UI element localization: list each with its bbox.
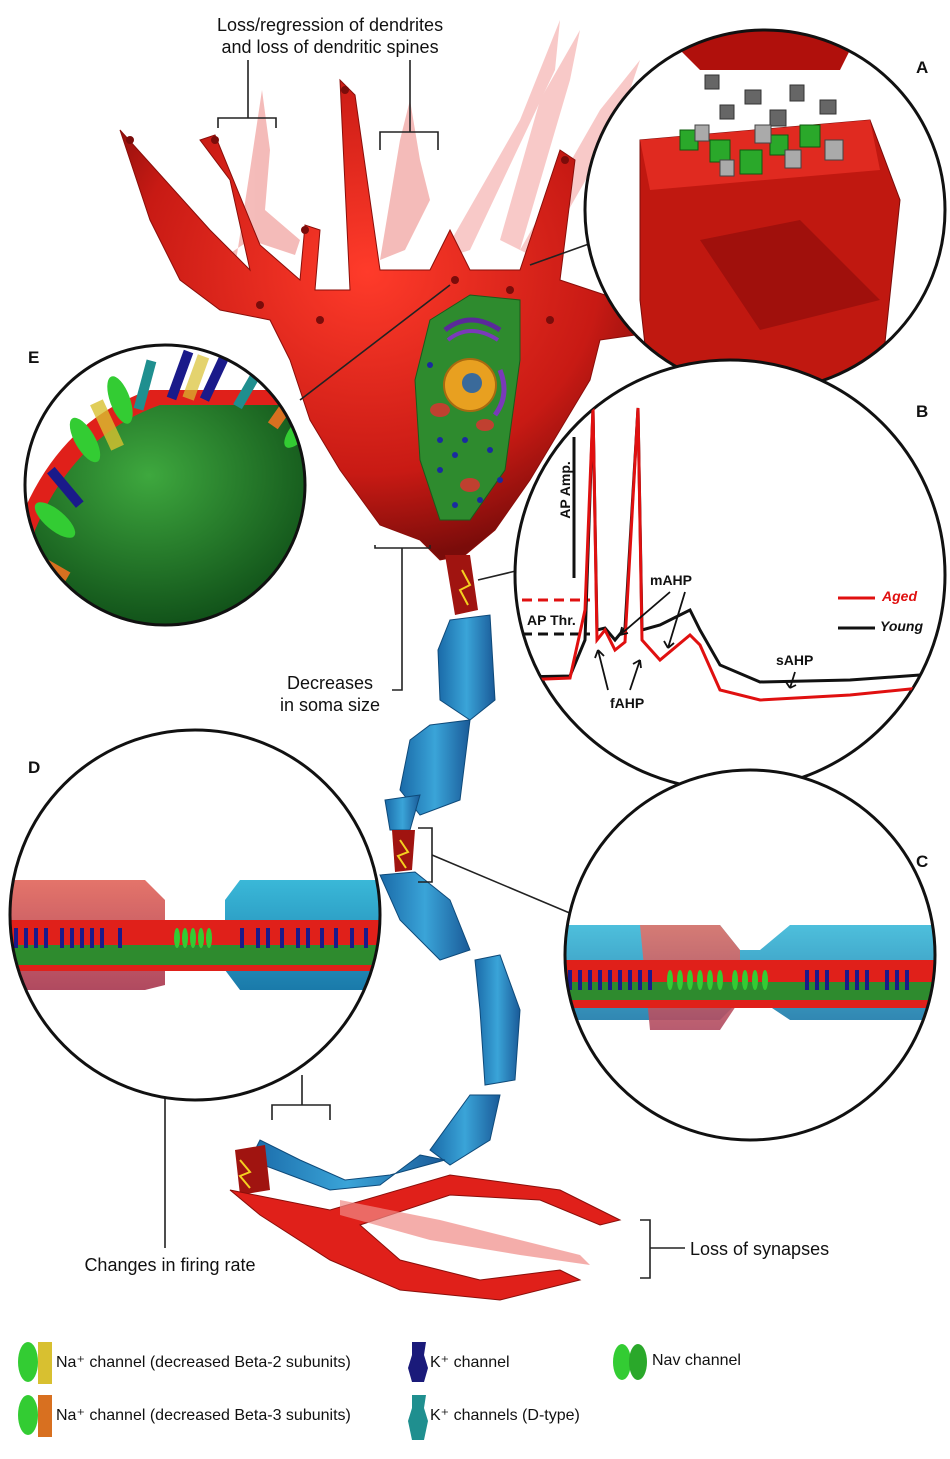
k-channel-icon	[408, 1342, 428, 1382]
panel-letter-d: D	[28, 758, 41, 777]
panel-d-circle	[8, 728, 382, 1102]
dendrite-bracket-left	[217, 60, 277, 128]
panel-letter-b: B	[916, 402, 929, 421]
panel-letter-a: A	[916, 58, 929, 77]
panel-a-zoom	[583, 28, 947, 392]
soma-label-line1: Decreases	[286, 673, 374, 693]
panel-b-zoom	[513, 358, 947, 792]
panel-e-zoom	[23, 343, 307, 627]
na-beta3-icon	[18, 1395, 52, 1437]
dendrite-bracket-right	[379, 60, 439, 150]
callout-b-line	[477, 569, 521, 581]
legend-na-beta2: Na⁺ channel (decreased Beta-2 subunits)	[56, 1354, 351, 1371]
legend-nav: Nav channel	[652, 1352, 741, 1369]
panel-e-circle	[23, 343, 307, 627]
ap-thr-label: AP Thr.	[527, 612, 576, 628]
trace-aged	[519, 407, 921, 702]
mahp-label: mAHP	[650, 572, 693, 588]
soma-bracket	[374, 545, 431, 691]
nav-channel-icon	[613, 1344, 647, 1380]
synapse-bracket	[640, 1219, 685, 1279]
callout-e-line	[299, 284, 451, 401]
myelin-bracket	[271, 1075, 331, 1120]
panel-d-zoom	[8, 728, 382, 1102]
ap-amp-label: AP Amp.	[557, 461, 573, 519]
na-beta2-icon	[18, 1342, 52, 1384]
panel-b-circle	[513, 358, 947, 792]
dendrite-label-line2: and loss of dendritic spines	[221, 37, 439, 57]
legend-icons	[18, 1342, 647, 1440]
dendrite-label-line1: Loss/regression of dendrites	[216, 15, 444, 35]
soma-label: Decreases in soma size	[272, 672, 388, 716]
k-dtype-icon	[408, 1395, 428, 1440]
aged-legend-label: Aged	[882, 588, 917, 604]
node-bracket	[418, 827, 433, 883]
ghost-dendrites	[220, 20, 640, 300]
panel-c-circle	[563, 768, 937, 1142]
fahp-label: fAHP	[610, 695, 645, 711]
firing-label: Changes in firing rate	[84, 1255, 256, 1275]
dendrite-label: Loss/regression of dendrites and loss of…	[180, 14, 480, 58]
legend-na-beta3: Na⁺ channel (decreased Beta-3 subunits)	[56, 1407, 351, 1424]
axon	[229, 555, 622, 1301]
legend-k-channel: K⁺ channel	[430, 1354, 510, 1371]
neuron-soma	[119, 78, 672, 561]
synapse-label: Loss of synapses	[690, 1239, 830, 1259]
young-legend-label: Young	[880, 618, 924, 634]
soma-label-line2: in soma size	[279, 695, 381, 715]
panel-c-zoom	[563, 768, 937, 1142]
panel-letter-c: C	[916, 852, 929, 871]
legend-k-dtype: K⁺ channels (D-type)	[430, 1407, 580, 1424]
panel-letter-e: E	[28, 348, 40, 367]
sahp-label: sAHP	[776, 652, 814, 668]
